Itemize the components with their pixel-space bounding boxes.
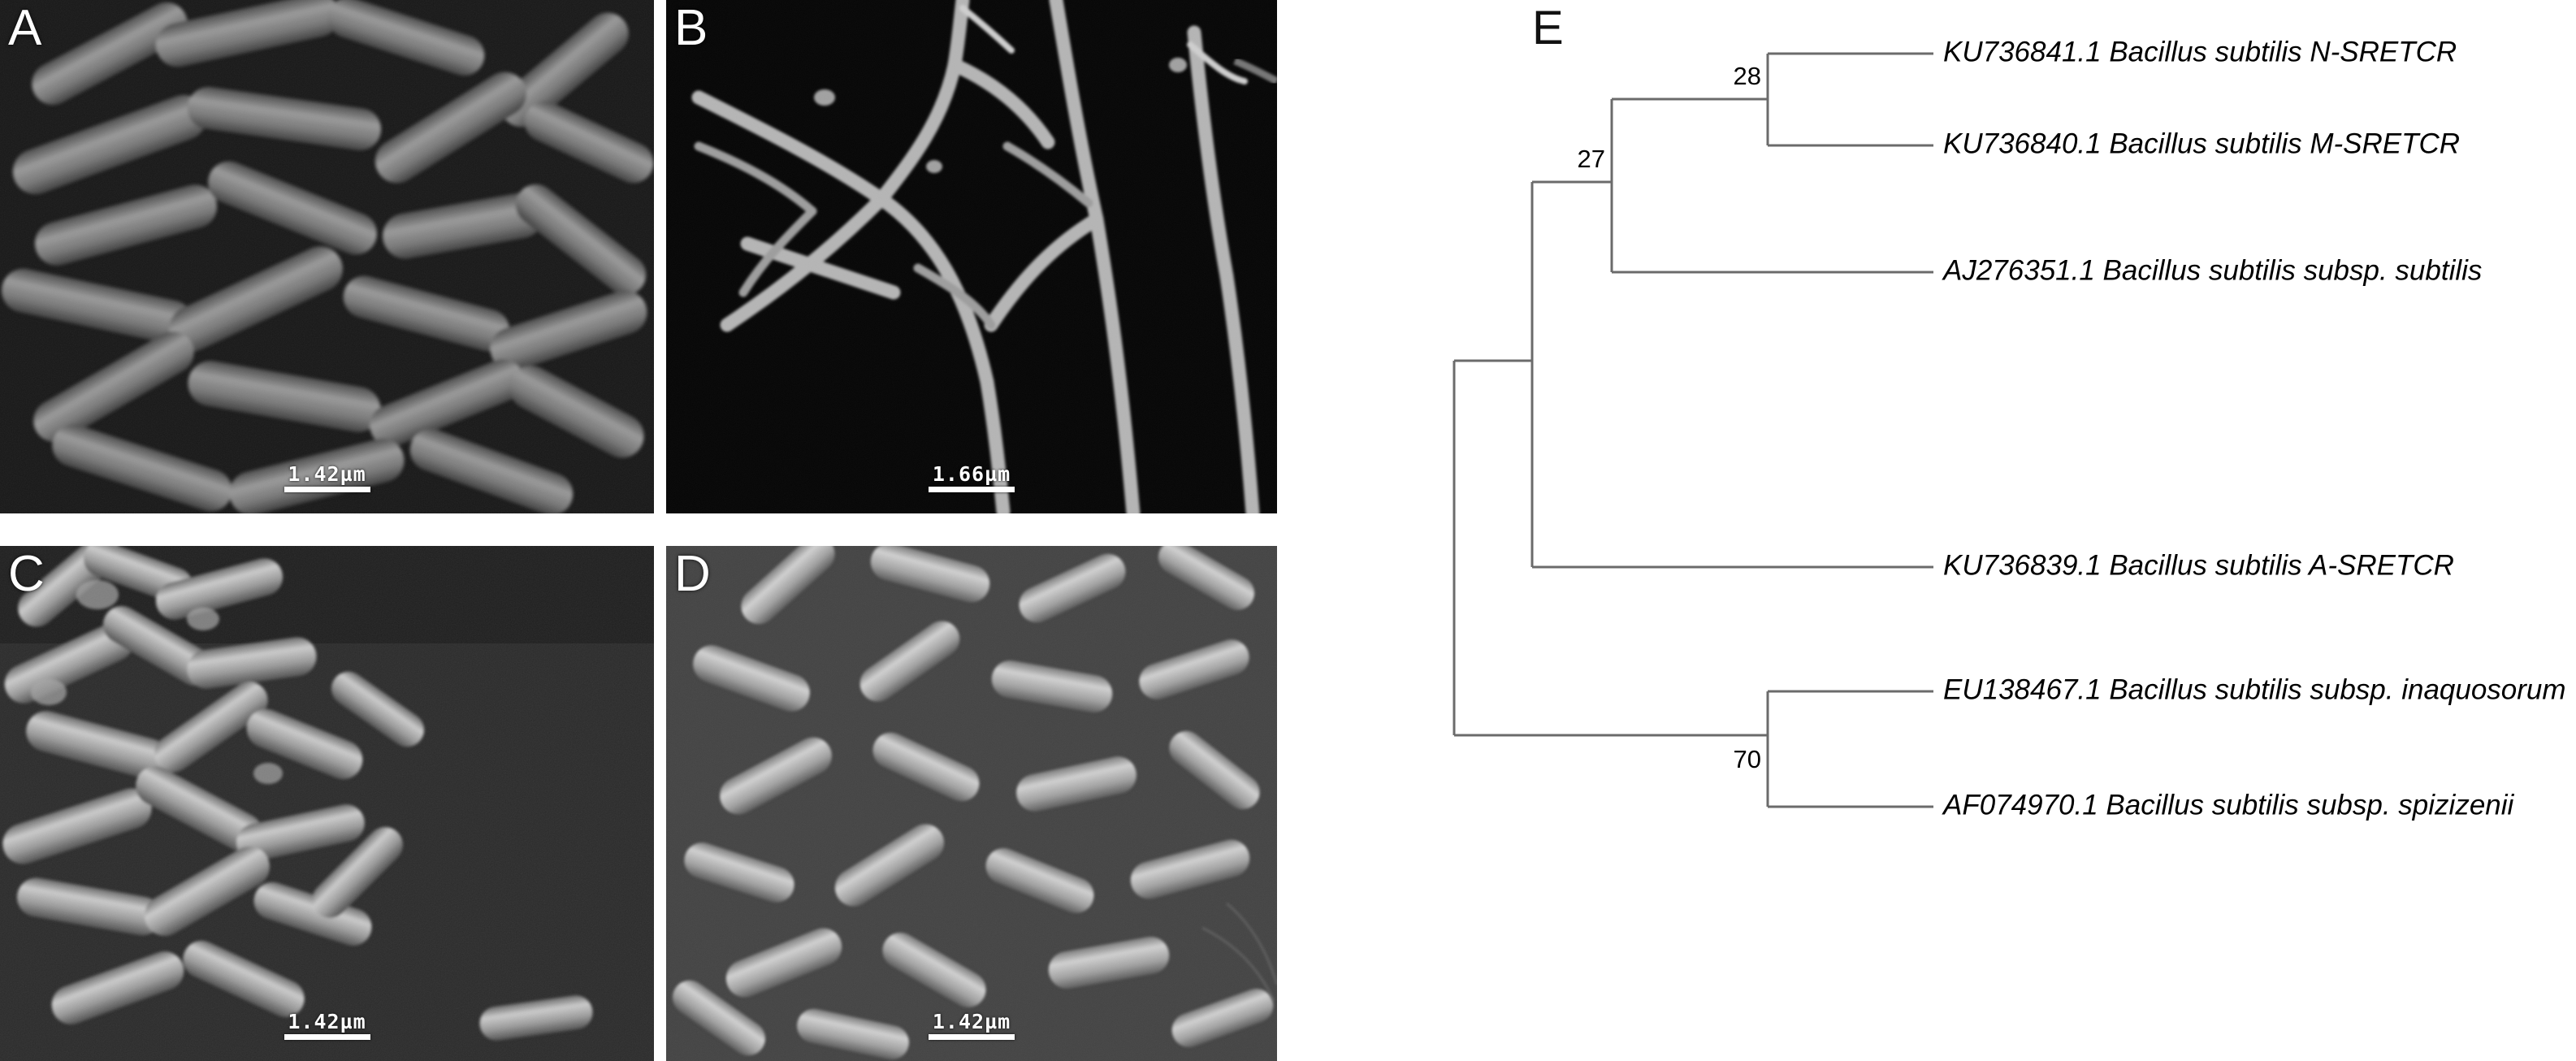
panel-b-scalebar: 1.66µm [929,461,1015,492]
panel-e-letter: E [1532,2,1564,54]
phylogenetic-tree-panel: E [1284,0,2576,1061]
panel-d-scalebar-text: 1.42µm [932,1009,1011,1033]
panel-c-letter: C [8,546,45,602]
panel-b-letter: B [674,0,708,56]
panel-d-image [666,546,1277,1061]
panel-c-scalebar: 1.42µm [284,1011,370,1040]
tree-tip-label-1: KU736840.1 Bacillus subtilis M-SRETCR [1943,128,2460,159]
micrograph-panel-c: C 1.42µm [0,546,654,1061]
panel-a-scalebar-line [284,487,370,492]
tree-tip-label-2: AJ276351.1 Bacillus subtilis subsp. subt… [1942,254,2482,286]
panel-a-scalebar-text: 1.42µm [288,461,366,486]
panel-c-image [0,546,654,1061]
micrograph-panel-b: B 1.66µm [666,0,1277,513]
micrograph-panel-d: D 1.42µm [666,546,1277,1061]
panel-d-scalebar: 1.42µm [929,1011,1015,1040]
panel-b-scalebar-line [929,487,1015,492]
panel-d-letter: D [674,546,711,602]
panel-c-scalebar-text: 1.42µm [288,1009,366,1033]
tree-support-label-28: 28 [1734,62,1761,90]
panel-a-image [0,0,654,513]
panel-c-scalebar-line [284,1034,370,1040]
panel-a-scalebar: 1.42µm [284,461,370,492]
tree-tip-label-3: KU736839.1 Bacillus subtilis A-SRETCR [1943,549,2454,581]
tree-tip-label-0: KU736841.1 Bacillus subtilis N-SRETCR [1943,36,2457,67]
tree-diagram: KU736841.1 Bacillus subtilis N-SRETCR KU… [1453,36,2566,821]
panel-a-letter: A [8,0,42,56]
tree-tip-label-4: EU138467.1 Bacillus subtilis subsp. inaq… [1943,673,2566,705]
tree-support-label-70: 70 [1734,745,1761,773]
micrograph-panel-a: A 1.42µm [0,0,654,513]
panel-b-scalebar-text: 1.66µm [932,461,1011,486]
tree-tip-label-5: AF074970.1 Bacillus subtilis subsp. spiz… [1942,789,2515,821]
tree-support-label-27: 27 [1578,145,1605,173]
panel-b-image [666,0,1277,513]
panel-d-scalebar-line [929,1034,1015,1040]
